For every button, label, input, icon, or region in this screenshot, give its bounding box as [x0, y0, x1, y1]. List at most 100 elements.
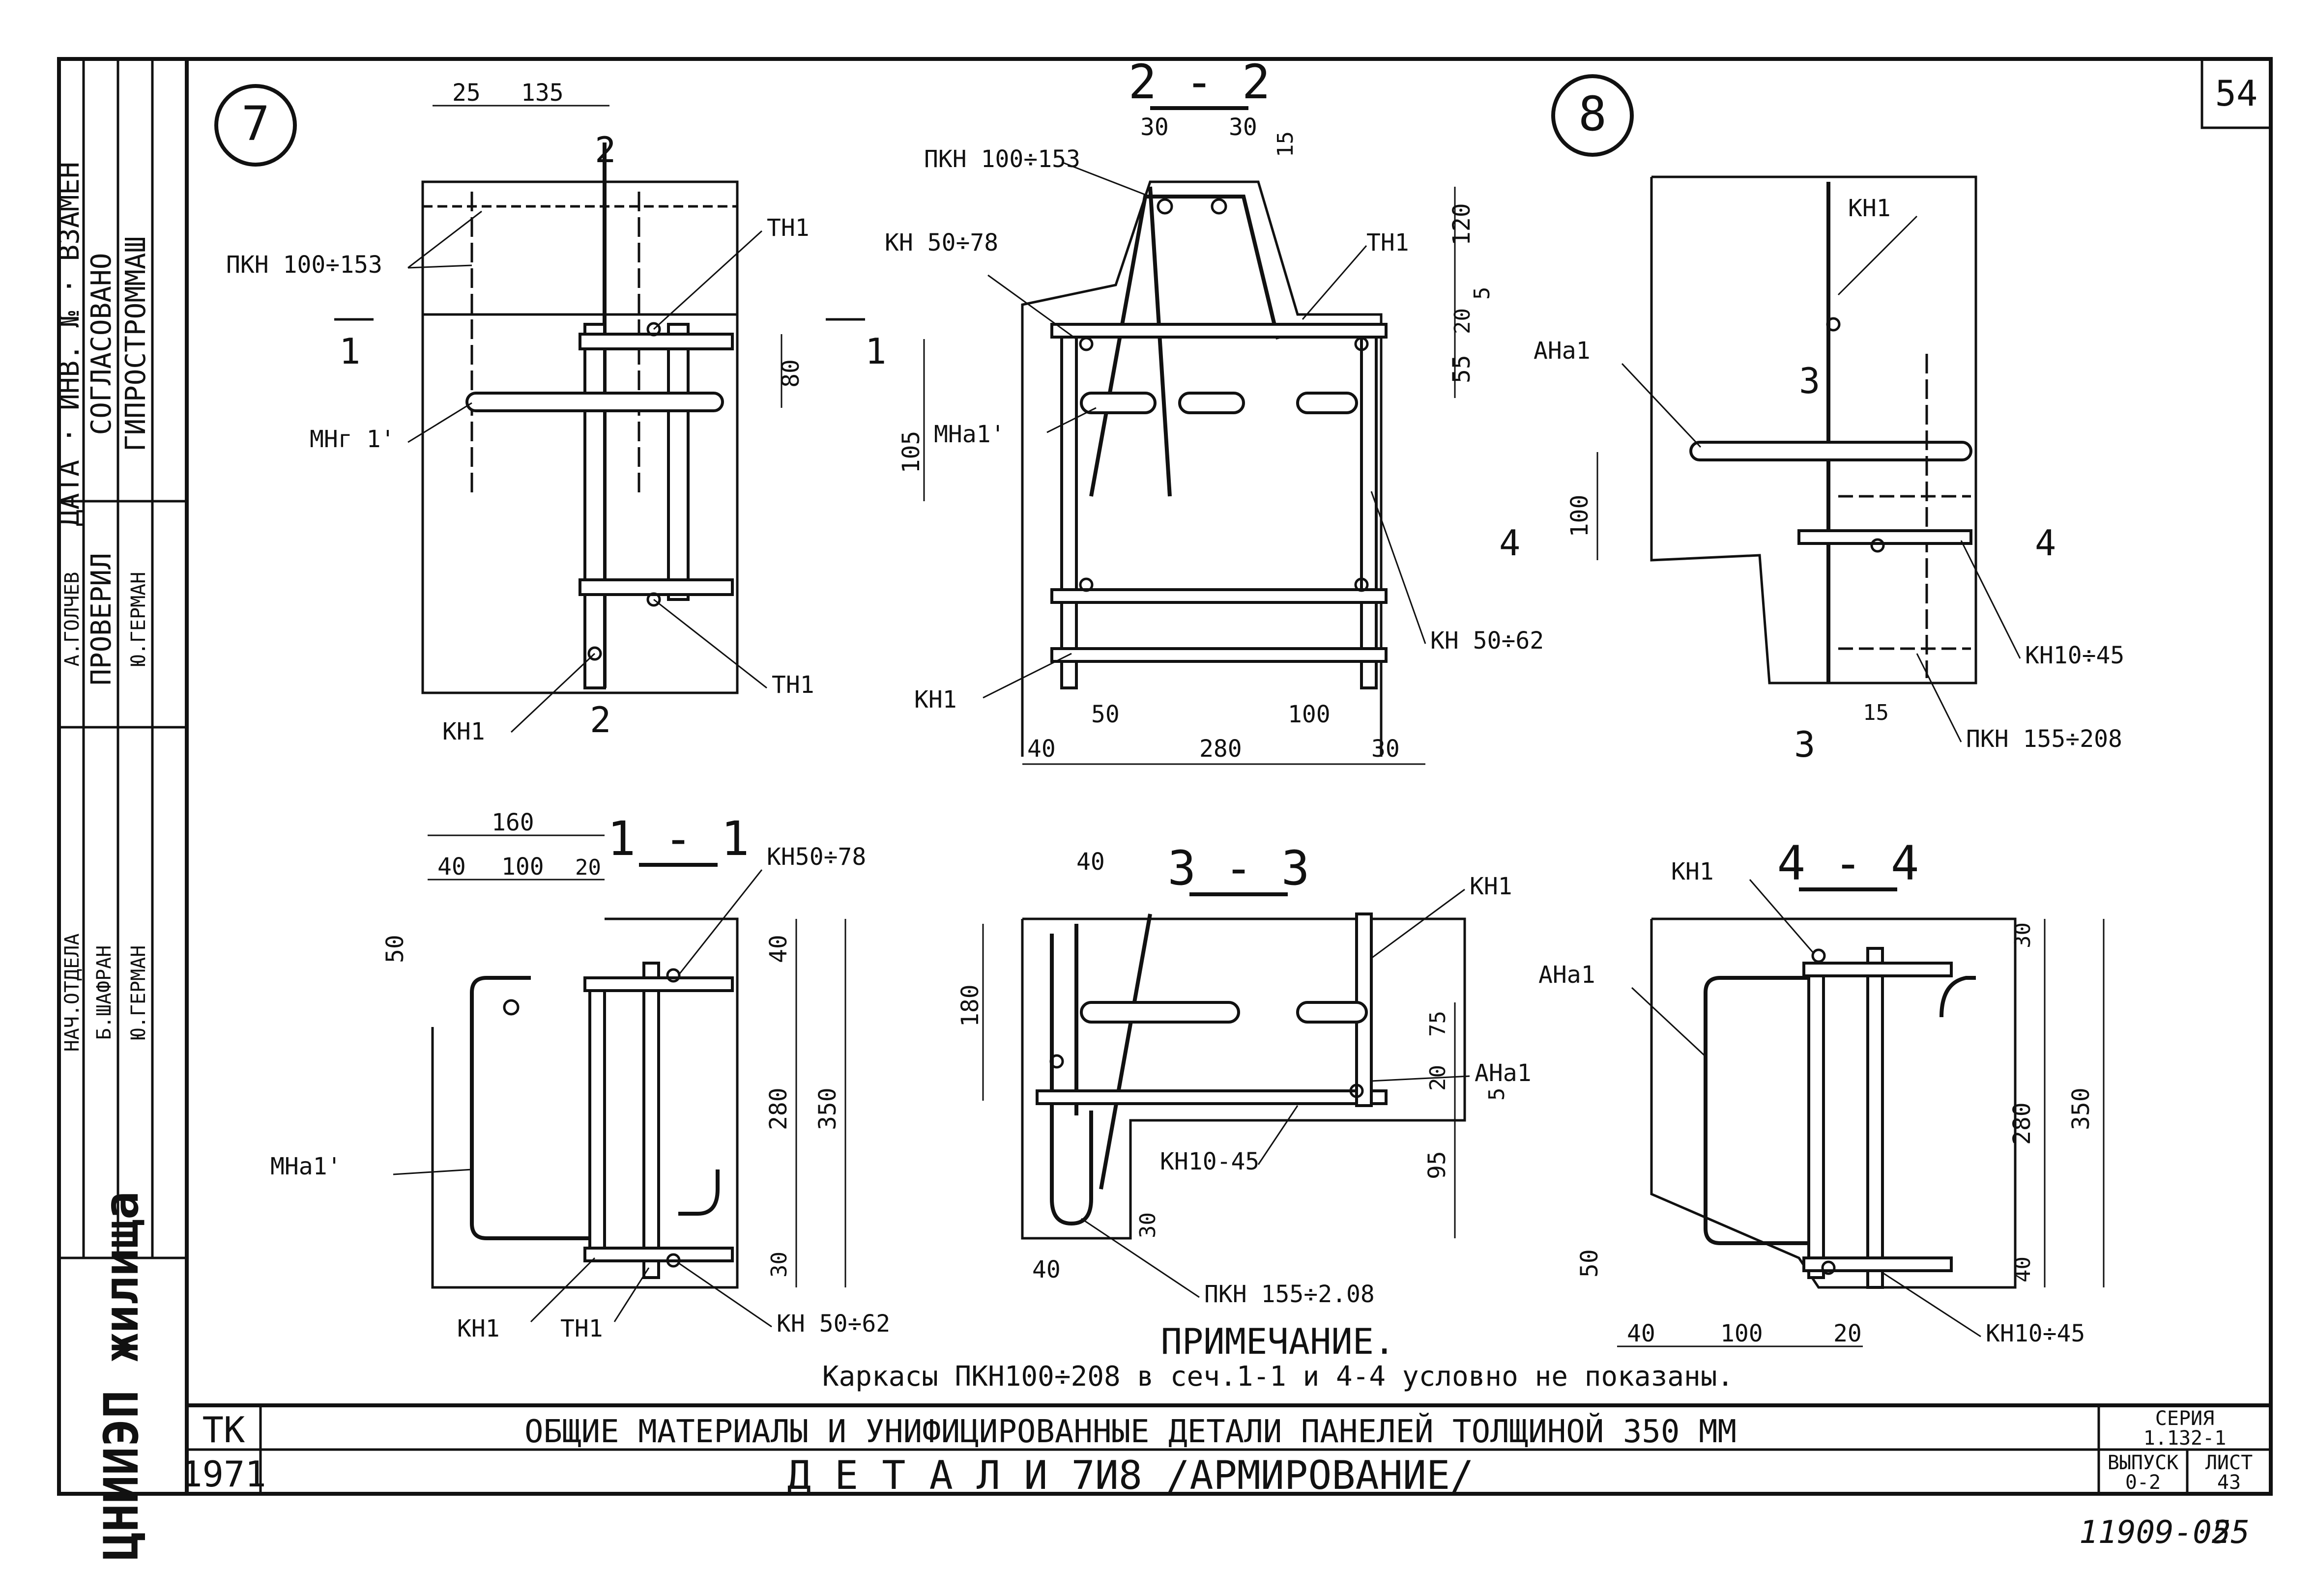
d7-label-mng: МНг 1': [310, 426, 395, 453]
d8-label-ana: АНа1: [1534, 337, 1591, 365]
s33-dim-30: 30: [1135, 1212, 1160, 1238]
stamp-person-1: Б.ШАФРАН: [93, 945, 116, 1040]
stamp-col1: ДАТА · ИНВ. № · ВЗАМЕН: [54, 162, 86, 526]
note-heading: ПРИМЕЧАНИЕ.: [1161, 1321, 1395, 1362]
d7-label-pkn: ПКН 100÷153: [226, 251, 382, 279]
s44-dim-280: 280: [2008, 1102, 2036, 1145]
s22-dim-120: 120: [1448, 203, 1476, 246]
s33-label-ana: АНа1: [1475, 1059, 1532, 1087]
s22-dim-55: 55: [1448, 355, 1476, 383]
year: 1971: [181, 1454, 266, 1495]
stamp-person-2: Ю.ГЕРМАН: [127, 945, 150, 1040]
s33-dim-5: 5: [1484, 1088, 1509, 1101]
d7-cut-2-top: 2: [595, 129, 616, 171]
stamp-checked: ПРОВЕРИЛ: [86, 553, 117, 685]
stamp-checker-1: А.ГОЛЧЕВ: [61, 572, 84, 667]
title-line-1: ОБЩИЕ МАТЕРИАЛЫ И УНИФИЦИРОВАННЫЕ ДЕТАЛИ…: [524, 1413, 1737, 1450]
s22-dim-105: 105: [897, 431, 925, 474]
s11-label-mna: МНа1': [270, 1153, 342, 1180]
d8-cut-3-bottom: 3: [1794, 724, 1815, 765]
section-3-3: 3 - 3 40 180 75 20 5 95 30 40 КН1 АНа1 К…: [956, 841, 1532, 1308]
d7-dim-25: 25: [452, 79, 481, 107]
side-stamp: ДАТА · ИНВ. № · ВЗАМЕН СОГЛАСОВАНО ГИПРО…: [54, 59, 187, 1561]
d7-cut-1-right: 1: [865, 331, 886, 372]
s22-dim-30a: 30: [1140, 114, 1169, 141]
archive-code: 11909-02: [2079, 1514, 2230, 1551]
s22-label-mna: МНа1': [934, 421, 1005, 448]
s11-dim-40b: 40: [765, 935, 792, 963]
d7-cut-1-left: 1: [339, 331, 360, 372]
detail-8-marker-label: 8: [1578, 86, 1607, 142]
d8-dim-15: 15: [1863, 700, 1889, 725]
section-4-4: 4 - 4 30 280 350 50 40 40 100 20 КН1 АНа…: [1538, 836, 2105, 1347]
d7-label-tn1-top: ТН1: [767, 214, 810, 242]
s22-dim-280: 280: [1199, 735, 1242, 763]
d7-label-tn1-bottom: ТН1: [772, 671, 814, 699]
stamp-checker-2: Ю.ГЕРМАН: [127, 572, 150, 667]
s44-label-ana: АНа1: [1538, 961, 1595, 989]
s22-label-kn5062: КН 50÷62: [1430, 627, 1544, 655]
sheet-value: 43: [2217, 1471, 2241, 1494]
s11-dim-20: 20: [575, 855, 601, 880]
stamp-org: ГИПРОСТРОММАШ: [120, 236, 152, 452]
d7-dim-135: 135: [521, 79, 564, 107]
title-code: ТК: [203, 1409, 245, 1451]
s22-dim-30c: 30: [1371, 735, 1400, 763]
s44-label-kn1: КН1: [1671, 858, 1714, 885]
sheet-frame: [57, 57, 2273, 1496]
s11-dim-50: 50: [381, 935, 409, 963]
s11-dim-30: 30: [767, 1252, 792, 1278]
s11-label-kn5062: КН 50÷62: [777, 1310, 890, 1338]
d8-label-kn1045: КН10÷45: [2025, 642, 2124, 669]
d7-label-kn1: КН1: [442, 718, 485, 745]
series-label: СЕРИЯ: [2155, 1407, 2214, 1430]
s44-title: 4 - 4: [1777, 836, 1919, 891]
org-logo-text: ЦНИИЭП жилища: [94, 1191, 149, 1560]
s33-label-kn1045: КН10-45: [1160, 1148, 1259, 1175]
detail-7: 7 25 135 80 ПКН 100÷153 ТН1 МНг 1' ТН1 К…: [214, 79, 886, 745]
d7-dim-80: 80: [777, 359, 805, 388]
d7-cut-2-bottom: 2: [590, 699, 611, 741]
s44-dim-100: 100: [1720, 1320, 1763, 1347]
s44-dim-20: 20: [1833, 1320, 1862, 1347]
s44-dim-40b: 40: [1627, 1320, 1655, 1347]
detail-7-marker: [214, 84, 297, 167]
s22-label-tn1: ТН1: [1366, 229, 1409, 256]
s33-title: 3 - 3: [1168, 841, 1310, 896]
detail-7-marker-label: 7: [241, 96, 270, 151]
issue-label: ВЫПУСК: [2108, 1452, 2179, 1474]
title-block: ТК 1971 ОБЩИЕ МАТЕРИАЛЫ И УНИФИЦИРОВАННЫ…: [181, 1403, 2271, 1498]
s11-dim-160: 160: [492, 809, 534, 836]
sheet-number-box: [2200, 57, 2272, 129]
s33-label-kn1: КН1: [1470, 873, 1512, 900]
d8-label-kn1: КН1: [1848, 195, 1891, 222]
s11-label-tn1: ТН1: [560, 1315, 603, 1342]
s22-label-kn5078: КН 50÷78: [885, 229, 998, 256]
detail-8-marker: [1551, 74, 1634, 157]
s44-dim-350: 350: [2067, 1087, 2095, 1130]
s33-dim-180: 180: [956, 984, 984, 1027]
s44-dim-40a: 40: [2010, 1256, 2035, 1282]
s22-dim-100: 100: [1288, 701, 1331, 728]
s22-dim-30b: 30: [1229, 114, 1257, 141]
sheet-number: 54: [2215, 73, 2258, 114]
stamp-role-1: НАЧ.ОТДЕЛА: [61, 934, 84, 1052]
d8-cut-4-right: 4: [2035, 522, 2056, 564]
s11-dim-40: 40: [437, 853, 466, 881]
note-text: Каркасы ПКН100÷208 в сеч.1-1 и 4-4 услов…: [822, 1361, 1734, 1393]
s44-label-kn1045: КН10÷45: [1986, 1320, 2085, 1347]
s22-dim-15: 15: [1273, 131, 1298, 157]
detail-8: 8 КН1 АНа1 КН10÷45 ПКН 155÷208 100 15 3 …: [1499, 74, 2124, 765]
s11-dim-280: 280: [765, 1087, 792, 1130]
s22-dim-50: 50: [1091, 701, 1120, 728]
d8-cut-3-top: 3: [1799, 360, 1820, 401]
section-1-1: 1 - 1 160 40 100 20 50 40 280 350 30 КН5…: [270, 809, 890, 1342]
s22-dim-40: 40: [1027, 735, 1056, 763]
s22-label-kn1: КН1: [914, 686, 957, 713]
s22-dim-20: 20: [1450, 308, 1475, 334]
section-2-2: 2 - 2 30 30 15 120 5 20 55 105 50 280 10…: [885, 55, 1544, 765]
s22-dim-5: 5: [1470, 287, 1495, 300]
s33-dim-40: 40: [1076, 848, 1105, 876]
archive-page: 55: [2212, 1514, 2250, 1551]
